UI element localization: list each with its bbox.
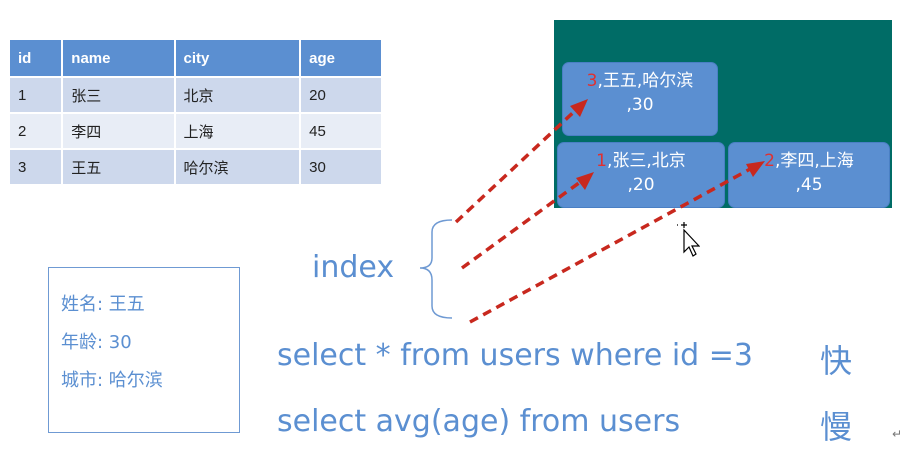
cell: 45 (299, 112, 383, 150)
table-row: 2 李四 上海 45 (7, 112, 383, 150)
cell: 1 (7, 76, 64, 114)
card-city-line: 城市: 哈尔滨 (61, 370, 163, 391)
cell: 张三 (61, 76, 176, 114)
index-label: index (312, 250, 395, 285)
node-line-1: 3,王五,哈尔滨 (563, 69, 717, 93)
col-city: city (173, 38, 302, 78)
col-name: name (61, 38, 176, 78)
cell: 2 (7, 112, 64, 150)
node-text: ,王五,哈尔滨 (597, 71, 694, 91)
node-line-2: ,30 (626, 95, 654, 115)
node-key: 2 (764, 151, 775, 171)
arrow-to-node-1 (460, 178, 585, 270)
col-id: id (7, 38, 64, 78)
cell: 3 (7, 148, 64, 186)
node-line-1: 1,张三,北京 (558, 149, 724, 173)
cell: 20 (299, 76, 383, 114)
col-age: age (299, 38, 383, 78)
node-text: ,张三,北京 (607, 151, 686, 171)
cell: 北京 (173, 76, 302, 114)
table-row: 3 王五 哈尔滨 30 (7, 148, 383, 186)
cell: 王五 (61, 148, 176, 186)
fast-label: 快 (820, 342, 853, 380)
record-card: 姓名: 王五 年龄: 30 城市: 哈尔滨 (48, 267, 240, 433)
card-name-line: 姓名: 王五 (61, 294, 145, 315)
arrowhead-node-3 (570, 99, 588, 117)
users-table: id name city age 1 张三 北京 20 2 李四 上海 45 3… (7, 38, 383, 186)
table-row: 1 张三 北京 20 (7, 76, 383, 114)
return-mark-icon: ↵ (892, 427, 903, 441)
cell: 30 (299, 148, 383, 186)
arrowhead-node-1 (576, 172, 594, 190)
cell: 哈尔滨 (173, 148, 302, 186)
node-key: 3 (586, 71, 598, 91)
move-cursor-icon (677, 222, 700, 257)
node-text: ,李四,上海 (775, 151, 854, 171)
tree-node-2: 2,李四,上海 ,45 (728, 142, 890, 208)
card-age-line: 年龄: 30 (61, 332, 132, 353)
arrow-to-node-2 (469, 166, 753, 324)
cell: 李四 (61, 112, 176, 150)
node-line-1: 2,李四,上海 (729, 149, 889, 173)
cell: 上海 (173, 112, 302, 150)
slow-label: 慢 (820, 408, 853, 446)
table-header-row: id name city age (7, 38, 383, 78)
node-key: 1 (596, 151, 607, 171)
fast-query: select * from users where id =3 (277, 338, 753, 373)
arrowhead-node-2 (746, 161, 765, 177)
node-line-2: ,20 (627, 175, 655, 195)
arrow-to-node-3 (454, 106, 580, 224)
index-brace (419, 219, 453, 319)
node-line-2: ,45 (795, 175, 823, 195)
slow-query: select avg(age) from users (277, 404, 681, 439)
